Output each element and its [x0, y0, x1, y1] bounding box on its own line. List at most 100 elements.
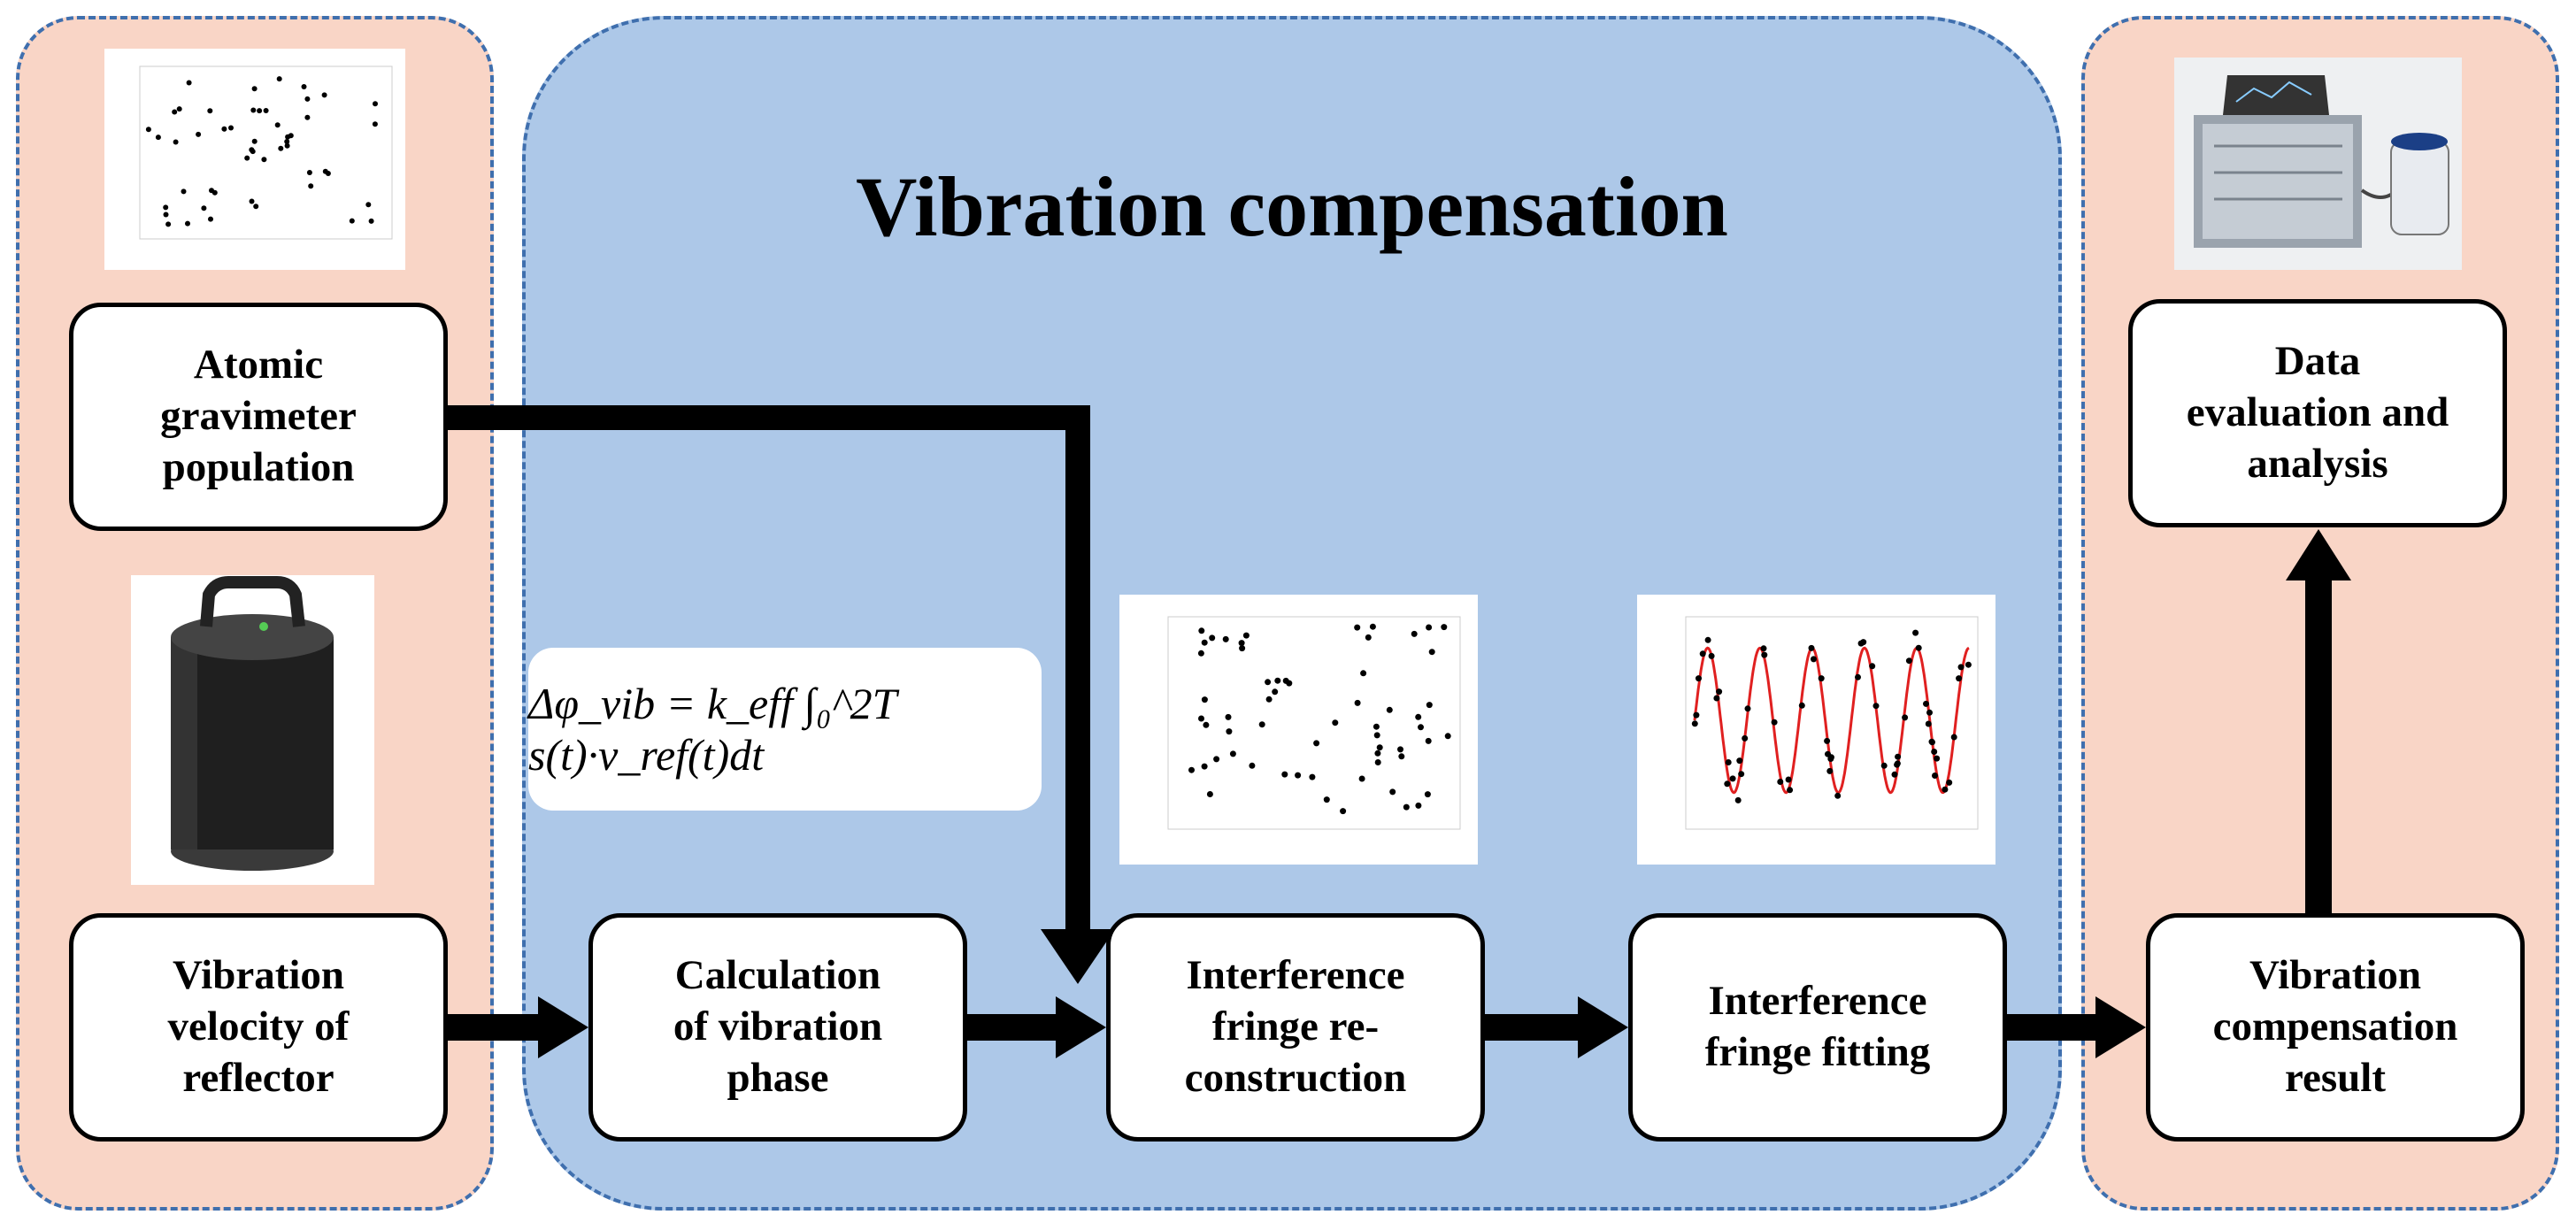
scatter-dot: [1729, 775, 1736, 782]
scatter-dot: [1373, 723, 1380, 730]
scatter-dot: [1693, 711, 1700, 719]
scatter-dot: [1824, 737, 1831, 744]
scatter-dot: [249, 147, 255, 153]
scatter-dot: [228, 125, 234, 131]
scatter-dot: [181, 188, 187, 195]
scatter-dot: [301, 84, 307, 89]
scatter-dot: [284, 142, 290, 149]
scatter-dot: [257, 108, 263, 114]
scatter-dot: [1249, 762, 1256, 769]
scatter-dot: [1201, 696, 1208, 703]
scatter-dot: [1198, 627, 1205, 634]
arrow-atomic-to-reconstruction: [448, 405, 1115, 984]
scatter-dot: [163, 204, 169, 211]
scatter-dot: [1869, 663, 1876, 670]
scatter-dot: [163, 211, 169, 218]
scatter-dot: [1365, 634, 1372, 641]
reconstruction-scatter-thumbnail: [1119, 595, 1478, 865]
scatter-dot: [1274, 677, 1281, 684]
scatter-dot: [145, 127, 151, 133]
scatter-dot: [1309, 773, 1316, 780]
scatter-dot: [1323, 796, 1330, 803]
node-atomic-gravimeter-population: Atomic gravimeter population: [69, 303, 448, 531]
scatter-dot: [1777, 779, 1784, 785]
scatter-dot: [1258, 721, 1265, 728]
node-fringe-reconstruction: Interference fringe re- construction: [1106, 913, 1485, 1142]
scatter-dot: [1905, 657, 1912, 665]
population-scatter-thumbnail: [104, 49, 405, 270]
scatter-dot: [1188, 766, 1195, 773]
scatter-dot: [1880, 762, 1888, 769]
scatter-dot: [1827, 756, 1834, 762]
scatter-dot: [1691, 720, 1698, 727]
scatter-dot: [1386, 706, 1393, 713]
scatter-dot: [284, 139, 290, 144]
scatter-dot: [1403, 803, 1410, 811]
scatter-dot: [1934, 755, 1941, 762]
scatter-dot: [1209, 634, 1216, 642]
scatter-dot: [1946, 779, 1953, 786]
scatter-dot: [1860, 639, 1867, 646]
scatter-dot: [250, 107, 257, 113]
scatter-dot: [263, 108, 269, 113]
scatter-dot: [173, 139, 179, 145]
scatter-dot: [1915, 644, 1922, 651]
scatter-dot: [1724, 780, 1731, 788]
scatter-dot: [1354, 699, 1361, 706]
scatter-dot: [1229, 750, 1236, 757]
node-data-evaluation: Data evaluation and analysis: [2128, 299, 2507, 527]
scatter-dot: [1238, 640, 1245, 647]
scatter-dot: [251, 138, 258, 144]
scatter-dot: [1206, 791, 1213, 797]
node-vibration-velocity: Vibration velocity of reflector: [69, 913, 448, 1142]
scatter-dot: [1926, 709, 1933, 716]
scatter-dot: [1444, 733, 1451, 740]
scatter-dot: [308, 183, 314, 189]
scatter-dot: [261, 157, 267, 163]
scatter-dot: [201, 205, 207, 211]
scatter-dot: [1716, 688, 1723, 696]
scatter-dot: [1376, 744, 1383, 751]
arrow-result-to-evaluation: [2286, 529, 2351, 913]
scatter-dot: [1761, 651, 1768, 658]
scatter-dot: [1411, 630, 1418, 637]
scatter-dot: [1818, 675, 1825, 682]
scatter-dot: [288, 133, 294, 139]
scatter-dot: [253, 204, 259, 210]
scatter-dot: [1340, 808, 1347, 815]
vibration-phase-formula: Δφ_vib = k_eff ∫₀^2T s(t)·v_ref(t)dt: [528, 648, 1042, 811]
arrow-fitting-to-result: [2007, 996, 2146, 1058]
scatter-dot: [322, 168, 328, 174]
scatter-dot: [306, 170, 312, 175]
scatter-dot: [1398, 753, 1405, 760]
scatter-dot: [1855, 673, 1861, 680]
scatter-dot: [1785, 776, 1792, 783]
scatter-dot: [1265, 696, 1273, 703]
scatter-dot: [1708, 652, 1715, 659]
scatter-dot: [1374, 759, 1381, 765]
scatter-dot: [274, 122, 281, 128]
scatter-dot: [1742, 734, 1749, 742]
scatter-dot: [1834, 792, 1842, 799]
scatter-dot: [1226, 728, 1233, 735]
scatter-dot: [276, 76, 282, 82]
scatter-dot: [1373, 732, 1380, 739]
scatter-dot: [165, 221, 172, 227]
scatter-dot: [1826, 767, 1834, 774]
scatter-dot: [1397, 746, 1403, 753]
scatter-dot: [1239, 645, 1246, 652]
scatter-dot: [1282, 677, 1289, 684]
scatter-dot: [1894, 761, 1901, 768]
scatter-dot: [1265, 679, 1272, 686]
scatter-dot: [1201, 639, 1208, 646]
scatter-dot: [186, 80, 192, 86]
scatter-dot: [1428, 649, 1435, 656]
scatter-dot: [207, 108, 213, 114]
scatter-dot: [1895, 753, 1902, 760]
scatter-dot: [1912, 629, 1919, 636]
scatter-dot: [1696, 675, 1702, 682]
scatter-dot: [1942, 786, 1949, 793]
scatter-dot: [1389, 788, 1396, 796]
scatter-dot: [1272, 688, 1279, 696]
